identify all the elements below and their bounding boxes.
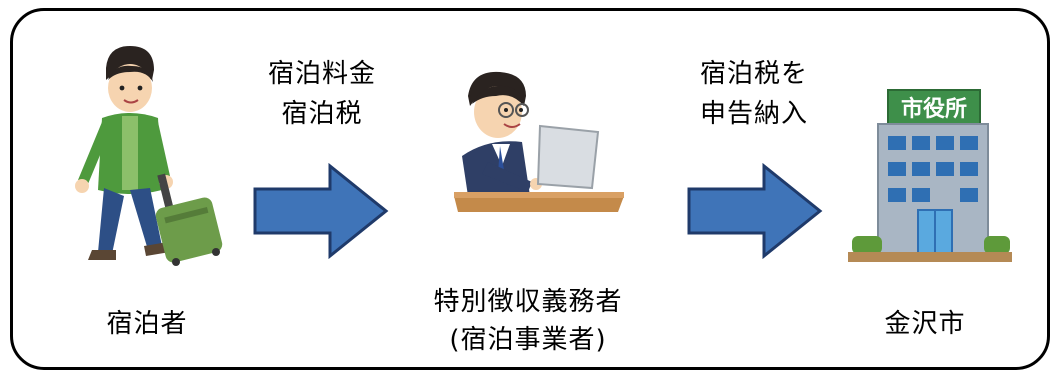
diagram-frame bbox=[10, 8, 1050, 370]
right-arrow-icon bbox=[687, 163, 823, 259]
traveler-icon bbox=[75, 46, 223, 266]
arrow1-label-line2: 宿泊税 bbox=[281, 99, 363, 129]
arrow1-label-line1: 宿泊料金 bbox=[267, 59, 376, 89]
guest-label: 宿泊者 bbox=[106, 309, 188, 339]
arrow2-label-line1: 宿泊税を bbox=[699, 59, 808, 89]
collector-label-line2: (宿泊事業者) bbox=[449, 325, 607, 355]
city-label: 金沢市 bbox=[884, 309, 966, 339]
collector-label-line1: 特別徴収義務者 bbox=[433, 287, 623, 317]
arrow2-label-line2: 申告納入 bbox=[699, 99, 808, 129]
city-hall-icon: 市役所 bbox=[848, 89, 1012, 262]
office-worker-icon bbox=[454, 71, 624, 212]
city-hall-sign-text: 市役所 bbox=[901, 96, 967, 122]
right-arrow-icon bbox=[253, 163, 389, 259]
